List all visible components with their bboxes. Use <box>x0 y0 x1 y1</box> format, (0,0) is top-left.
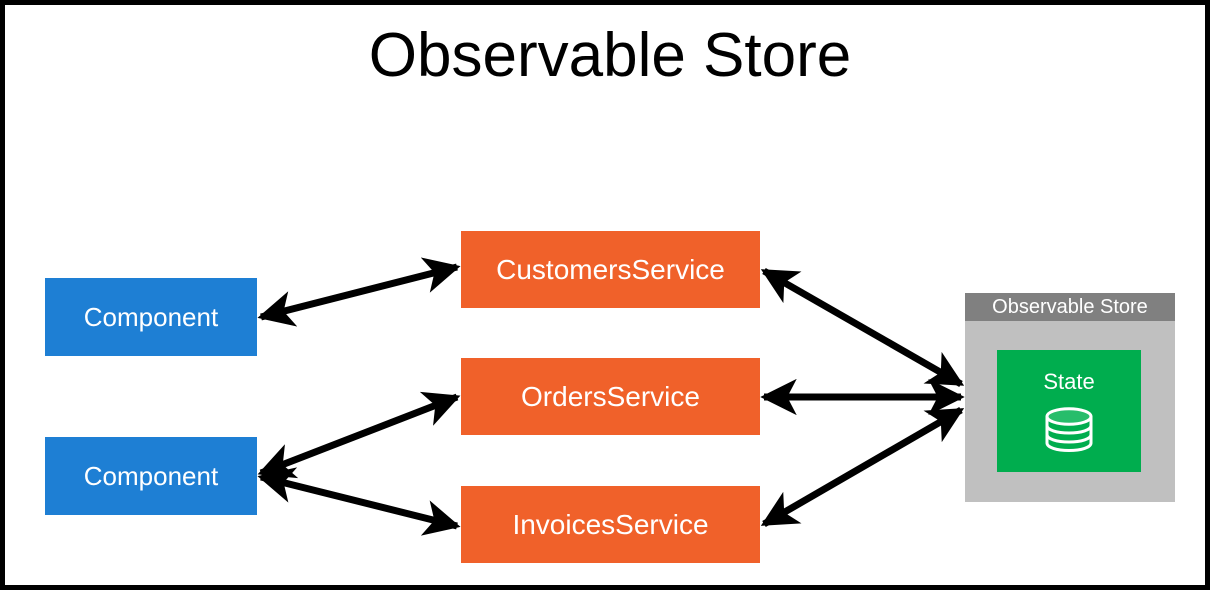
observable-store-header: Observable Store <box>965 293 1175 321</box>
state-box[interactable]: State <box>997 350 1141 472</box>
node-customers-service[interactable]: CustomersService <box>461 231 760 308</box>
node-component-2-label: Component <box>83 460 219 491</box>
edge-invoicesservice-store <box>760 406 965 528</box>
node-component-1-label: Component <box>83 301 219 332</box>
edge-customersservice-store <box>760 267 965 388</box>
observable-store-header-label: Observable Store <box>992 295 1148 318</box>
node-invoices-service-label: InvoicesService <box>512 508 709 540</box>
observable-store-panel[interactable]: Observable Store State <box>965 293 1175 502</box>
node-orders-service-label: OrdersService <box>521 380 700 412</box>
node-invoices-service[interactable]: InvoicesService <box>461 486 760 563</box>
page-title: Observable Store <box>368 21 852 90</box>
state-label: State <box>1043 369 1095 394</box>
edge-component1-customersservice <box>257 257 461 327</box>
node-component-2[interactable]: Component <box>45 437 257 515</box>
node-customers-service-label: CustomersService <box>496 253 725 285</box>
node-component-1[interactable]: Component <box>45 278 257 356</box>
node-orders-service[interactable]: OrdersService <box>461 358 760 435</box>
edge-component2-invoicesservice <box>257 467 461 536</box>
database-icon <box>1043 405 1095 462</box>
edge-component2-ordersservice <box>257 391 461 479</box>
